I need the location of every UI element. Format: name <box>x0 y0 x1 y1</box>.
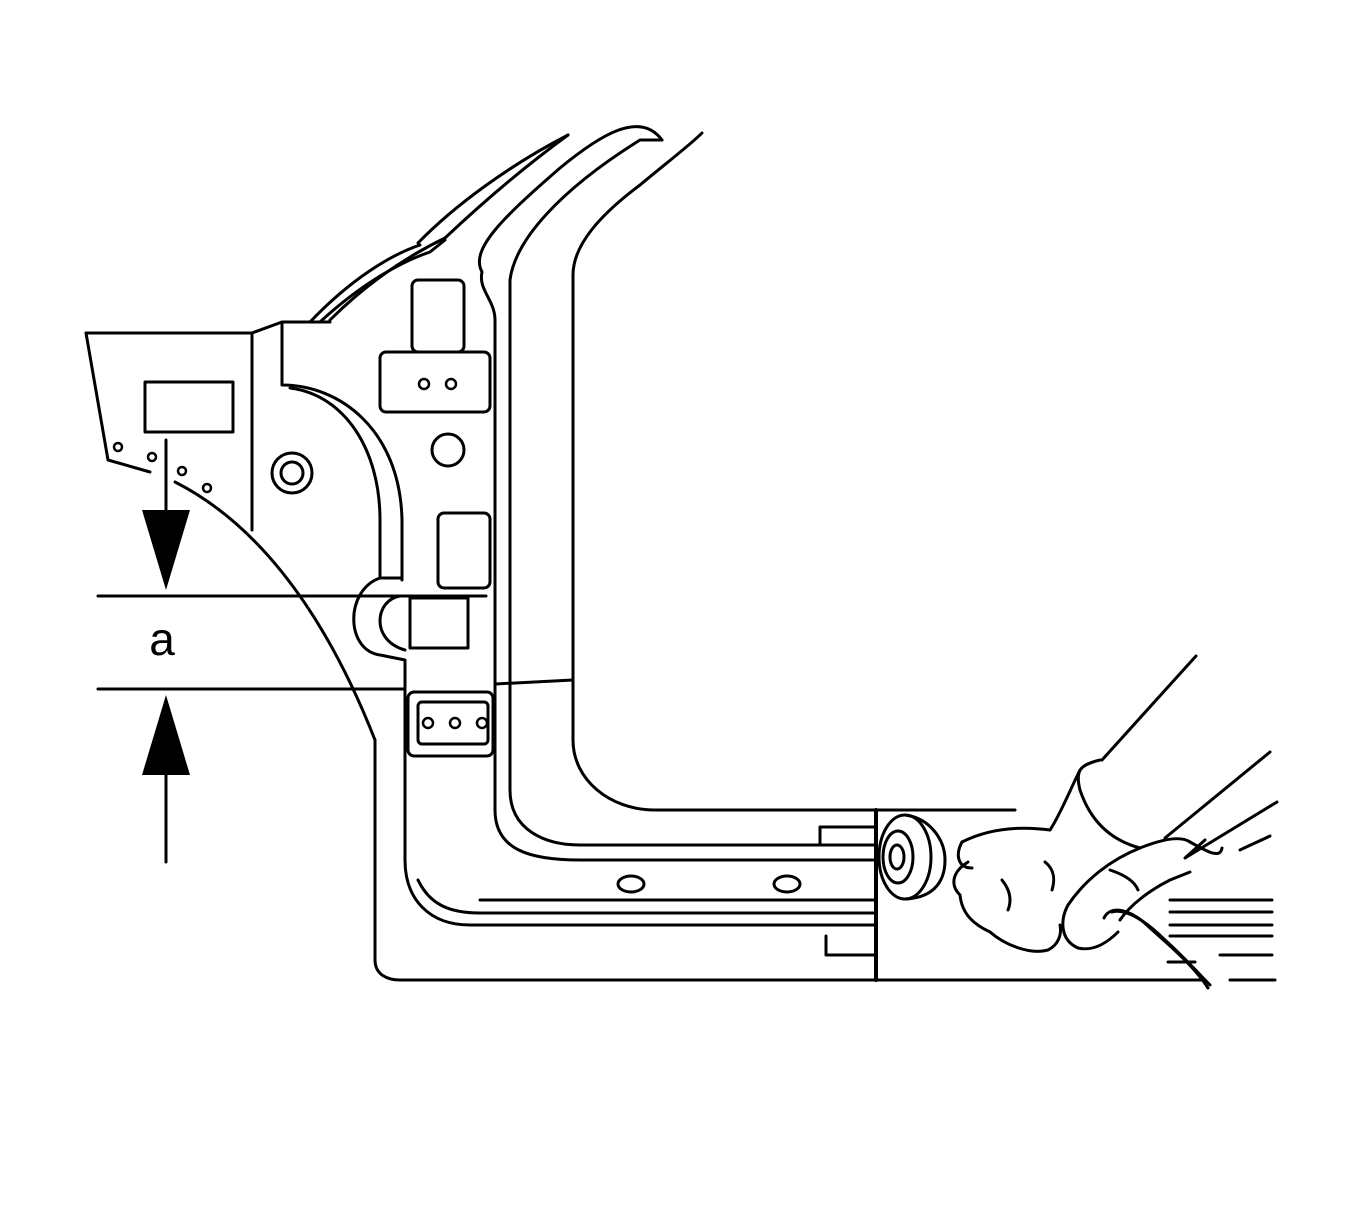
air-hose <box>1102 908 1212 990</box>
grinder-wheel <box>877 813 947 901</box>
hinge-mount <box>378 350 492 414</box>
bolt-center <box>279 460 305 486</box>
measurement: a <box>96 438 488 864</box>
hinge-hole <box>417 377 431 391</box>
bolt-head <box>270 451 314 495</box>
pillar-slot-middle <box>436 511 492 590</box>
mount-hole <box>421 716 435 730</box>
hole <box>201 482 213 494</box>
pillar-hole <box>430 432 466 468</box>
rocker-slot <box>772 874 802 894</box>
rocker-slot <box>616 874 646 894</box>
hinge-pillar-panel <box>84 125 877 982</box>
mount-hole <box>475 716 489 730</box>
measurement-arrow-bottom <box>142 695 190 864</box>
hole <box>112 441 124 453</box>
mount-hole <box>448 716 462 730</box>
label-plate <box>143 380 235 434</box>
pillar-slot-cut <box>408 596 470 650</box>
hole <box>146 451 158 463</box>
hand-holding-grinder <box>877 654 1279 990</box>
hinge-hole <box>444 377 458 391</box>
lower-mount <box>406 690 495 758</box>
rocker-panel <box>478 808 1277 982</box>
measurement-arrow-top <box>142 438 190 590</box>
hole <box>176 465 188 477</box>
pillar-slot-top <box>410 278 466 354</box>
dimension-label: a <box>149 613 175 665</box>
